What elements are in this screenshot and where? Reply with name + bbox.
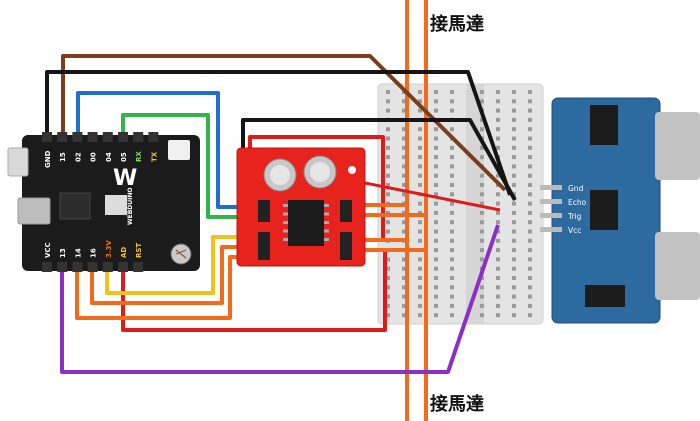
output-header-2 [340,232,352,260]
bottom-pin [57,262,68,272]
bottom-pin-label: VCC [44,242,52,258]
motor-label-top: 接馬達 [430,13,484,35]
sensor-pin-label: Gnd [568,184,584,193]
top-pin [87,132,98,142]
sensor-pin [540,213,562,218]
top-pin-label: 15 [59,152,67,162]
wire-blue [76,91,262,209]
bottom-pin [42,262,52,272]
top-pin [148,132,159,142]
transducer-bottom [655,232,700,300]
sensor-chip-mid [590,190,618,230]
top-pin-label: 04 [105,152,113,162]
top-pin [133,132,144,142]
wire-purple [60,224,500,374]
top-pin-label: RX [135,151,143,162]
input-header-1 [258,200,270,222]
bottom-pin-label: 14 [74,248,82,258]
board-brand: WEBDUINO [127,188,134,226]
bottom-pin-header: VCC 13 14 16 3.3V AD RST [42,240,144,272]
usb-connector [17,197,51,225]
top-pin [42,132,52,142]
wire-brown [61,54,507,192]
bottom-pin-label: 13 [59,248,67,258]
output-header-1 [340,200,352,222]
breadboard-holes [386,90,532,318]
wire-orange-16 [90,245,262,305]
bottom-pin-label: 16 [90,248,98,258]
sensor-pin [540,185,562,190]
top-pin-label: 00 [90,152,98,162]
breadboard [377,83,544,325]
chip [105,195,127,215]
motor-driver [236,147,366,267]
sensor-chip-top [590,105,618,145]
top-pin-label: TX [150,151,158,162]
top-pin [57,132,68,142]
bottom-pin-label: 3.3V [105,240,113,258]
bottom-pin [102,262,113,272]
motor-label-bottom: 接馬達 [430,393,484,415]
controller-board: WEBDUINO W GND 15 02 00 04 05 RX TX VCC 13 14 16 3.… [7,132,200,272]
sensor-pin [540,227,562,232]
regulator [59,192,91,220]
wire-driver-power [349,178,501,212]
bottom-pin [133,262,144,272]
led-module [168,140,190,160]
sensor-pin [540,199,562,204]
board-logo-icon: W [113,166,137,191]
bottom-pin [87,262,98,272]
top-pin [72,132,83,142]
bottom-pin [72,262,83,272]
sensor-pin-label: Trig [567,212,582,221]
sensor-pin-label: Echo [568,198,587,207]
wire-green [121,113,262,219]
wire-yellow [105,235,262,295]
bottom-pin [118,262,128,272]
bottom-pin-label: RST [135,243,143,258]
sensor-chip-bottom [585,285,625,307]
top-pin-label: 02 [74,152,82,162]
wire-red-33v [121,250,387,332]
top-pin [118,132,128,142]
transducer-top [655,112,700,180]
wire-black-driver [241,118,517,201]
top-pin-label: 05 [120,152,128,162]
input-header-2 [258,232,270,260]
wire-black [45,70,512,196]
top-pin-header: GND 15 02 00 04 05 RX TX [42,132,159,168]
driver-led [348,166,356,174]
sensor-pin-label: Vcc [568,226,581,235]
driver-chip [288,200,324,246]
top-pin [102,132,113,142]
top-pin-label: GND [44,150,52,168]
bottom-pin-label: AD [120,247,128,258]
usb-port [7,147,29,177]
